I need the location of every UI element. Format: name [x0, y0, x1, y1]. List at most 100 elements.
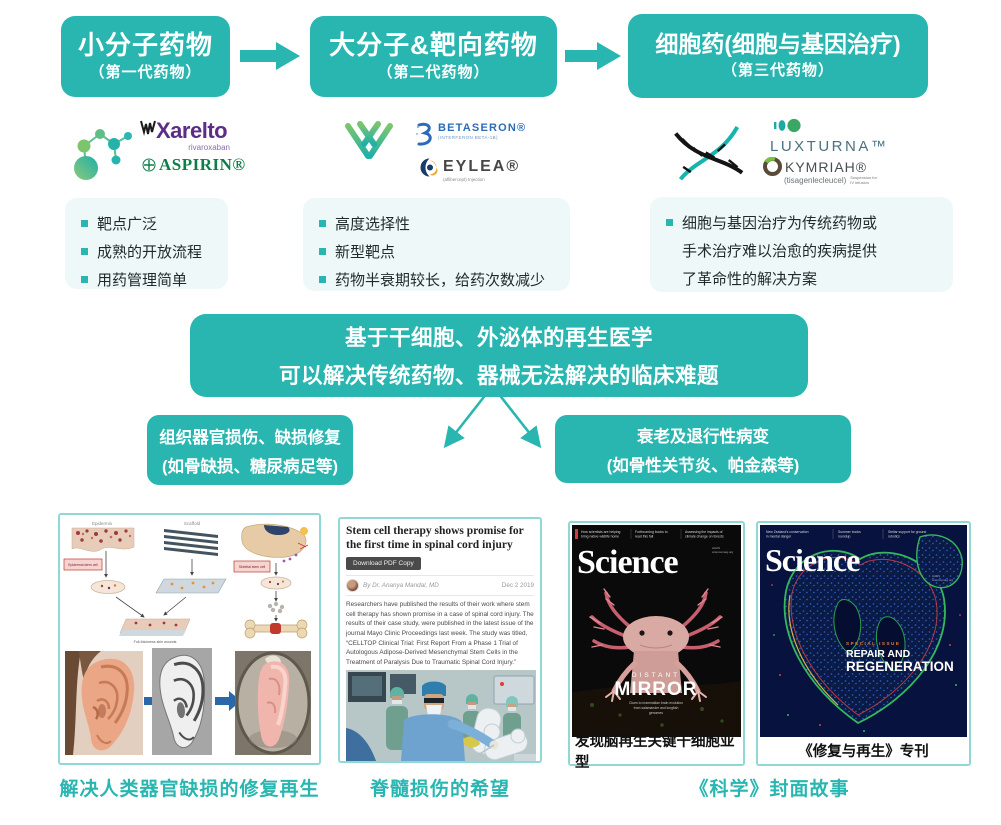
svg-text:genomes: genomes [649, 711, 663, 715]
benefit-item: 新型靶点 [319, 239, 554, 267]
benefit-item: 靶点广泛 [81, 211, 212, 239]
generation-box-large-molecule: 大分子&靶向药物 （第二代药物） [310, 16, 557, 97]
caption-brain-stem-cells: 发现脑再生关键干细胞亚型 [570, 734, 743, 771]
science-cover-axolotl: How scientists are helping bring native … [572, 525, 741, 737]
benefit-item: 成熟的开放流程 [81, 239, 212, 267]
bullet-square-icon [319, 247, 326, 255]
caption-spinal-injury: 脊髓损伤的希望 [369, 779, 510, 800]
diagram-label: Skeletal stem cell [239, 565, 266, 569]
kymriah-note: Suspension for IV infusion [850, 175, 877, 185]
svg-text:roundup: roundup [838, 535, 851, 539]
svg-text:Stellar support for ground: Stellar support for ground [888, 530, 926, 534]
arrow-right-icon [215, 691, 241, 711]
generation-subtitle: （第三代药物） [721, 61, 834, 79]
kymriah-generic-name: (tisagenlecleucel) [784, 176, 847, 185]
svg-text:Summer books: Summer books [838, 530, 861, 534]
diagram-label: Full-thickness skin wounds [134, 640, 177, 644]
benefits-large-molecule: 高度选择性 新型靶点 药物半衰期较长，给药次数减少 [303, 198, 570, 291]
generation-subtitle: （第一代药物） [89, 63, 202, 81]
caption-science-covers: 《科学》封面故事 [689, 779, 850, 800]
aspirin-wordmark: ASPIRIN® [159, 155, 246, 174]
antibody-icon [345, 121, 393, 195]
download-pdf-button[interactable]: Download PDF Copy [346, 557, 421, 571]
xarelto-generic-name: rivaroxaban [188, 143, 230, 152]
diagram-label: Epidermis [92, 521, 113, 526]
branch-arrows-icon [443, 392, 542, 449]
ear-engineered-tissue [235, 651, 311, 755]
surgery-photo [346, 670, 536, 761]
luxturna-logo: LUXTURNA™ [770, 118, 888, 155]
caption-organ-repair: 解决人类器官缺损的修复再生 [59, 779, 320, 800]
aspirin-logo: ASPIRIN® [142, 155, 246, 175]
branch-line-1: 衰老及退行性病变 [637, 427, 769, 446]
panel-science-cover-axolotl: How scientists are helping bring native … [568, 521, 745, 771]
svg-text:read this fall: read this fall [635, 535, 654, 539]
flow-arrow-icon [240, 42, 300, 70]
author-avatar [346, 579, 359, 593]
generation-box-small-molecule: 小分子药物 （第一代药物） [61, 16, 230, 97]
science-cover-regeneration: New Zealand's conservation in mental dan… [760, 525, 967, 737]
branch-box-tissue-repair: 组织器官损伤、缺损修复 (如骨缺损、糖尿病足等) [147, 415, 353, 485]
generation-title: 细胞药(细胞与基因治疗) [655, 30, 901, 57]
benefit-item: 高度选择性 [319, 211, 554, 239]
article-byline: By Dr. Ananya Mandal, MD [363, 582, 439, 590]
svg-text:Forthcoming books to: Forthcoming books to [635, 530, 668, 534]
article-headline: Stem cell therapy shows promise for the … [346, 525, 524, 551]
svg-text:How scientists are helping: How scientists are helping [581, 530, 621, 534]
flow-arrow-icon [565, 42, 621, 70]
svg-text:New Zealand's conservation: New Zealand's conservation [766, 530, 809, 534]
staff-figure [386, 687, 408, 751]
diagram-label: Scaffold [184, 521, 201, 526]
article-byline-row: By Dr. Ananya Mandal, MD Dec 2 2019 [346, 575, 534, 597]
bullet-square-icon [319, 220, 326, 227]
generation-title: 大分子&靶向药物 [329, 29, 538, 60]
eylea-logo: EYLEA® (aflibercept) Injection [420, 158, 520, 182]
molecule-icon [74, 129, 132, 180]
generation-box-cell-therapy: 细胞药(细胞与基因治疗) （第三代药物） [628, 14, 928, 98]
benefit-item: 用药管理简单 [81, 267, 212, 295]
tissue-engineering-diagram: Epidermis Scaffold Epidermal stem cell F… [63, 521, 309, 644]
svg-text:sciencemag.org: sciencemag.org [932, 578, 954, 582]
bullet-square-icon [666, 219, 673, 226]
kymriah-wordmark: KYMRIAH® [785, 158, 868, 175]
svg-text:robotics: robotics [888, 535, 900, 539]
generation-subtitle: （第二代药物） [377, 63, 490, 81]
svg-text:AAAS: AAAS [712, 546, 720, 550]
bayer-cross-icon [142, 158, 156, 172]
diagram-label: Epidermal stem cell [68, 563, 98, 567]
regenerative-medicine-banner: 基于干细胞、外泌体的再生医学 可以解决传统药物、器械无法解决的临床难题 [190, 314, 808, 397]
betaseron-wordmark: BETASERON® [438, 122, 527, 134]
bullet-square-icon [319, 275, 326, 283]
branch-box-degenerative: 衰老及退行性病变 (如骨性关节炎、帕金森等) [555, 415, 851, 483]
xarelto-mark-icon [140, 120, 156, 136]
panel-organ-repair: Epidermis Scaffold Epidermal stem cell F… [58, 513, 321, 765]
betaseron-generic-name: (INTERFERON BETA-1B) [438, 135, 498, 140]
bullet-square-icon [81, 220, 88, 227]
xarelto-wordmark: Xarelto [156, 118, 228, 143]
ear-scaffold-model [152, 648, 212, 755]
luxturna-mark-icon [774, 118, 801, 133]
axolotl-figure [589, 588, 723, 702]
eylea-generic-name: (aflibercept) Injection [443, 177, 485, 182]
benefit-item: 药物半衰期较长，给药次数减少 [319, 267, 554, 295]
panel-article: Stem cell therapy shows promise for the … [338, 517, 542, 763]
cover-kicker: SPECIAL ISSUE [846, 641, 900, 646]
cover-title: MIRROR [614, 679, 697, 700]
banner-line-2: 可以解决传统药物、器械无法解决的临床难题 [278, 364, 719, 388]
article-date: Dec 2 2019 [501, 582, 534, 590]
science-masthead: Science [577, 544, 679, 581]
banner-line-1: 基于干细胞、外泌体的再生医学 [344, 326, 653, 350]
cover-title-line1: REPAIR AND [846, 648, 911, 660]
eylea-wordmark: EYLEA® [443, 158, 521, 175]
svg-text:Clues to mammalian brain evolu: Clues to mammalian brain evolution [629, 701, 683, 705]
benefits-cell-therapy: 细胞与基因治疗为传统药物或手术治疗难以治愈的疾病提供了革命性的解决方案 [650, 197, 953, 292]
svg-text:climate change on forests: climate change on forests [685, 535, 724, 539]
branch-line-2: (如骨缺损、糖尿病足等) [162, 457, 338, 476]
ear-photo-original [65, 651, 143, 755]
branch-line-2: (如骨性关节炎、帕金森等) [606, 456, 800, 475]
article-body: Researchers have published the results o… [346, 601, 534, 666]
science-masthead: Science [765, 542, 860, 578]
dna-helix-icon [674, 126, 744, 181]
svg-text:AAAS: AAAS [932, 574, 940, 578]
